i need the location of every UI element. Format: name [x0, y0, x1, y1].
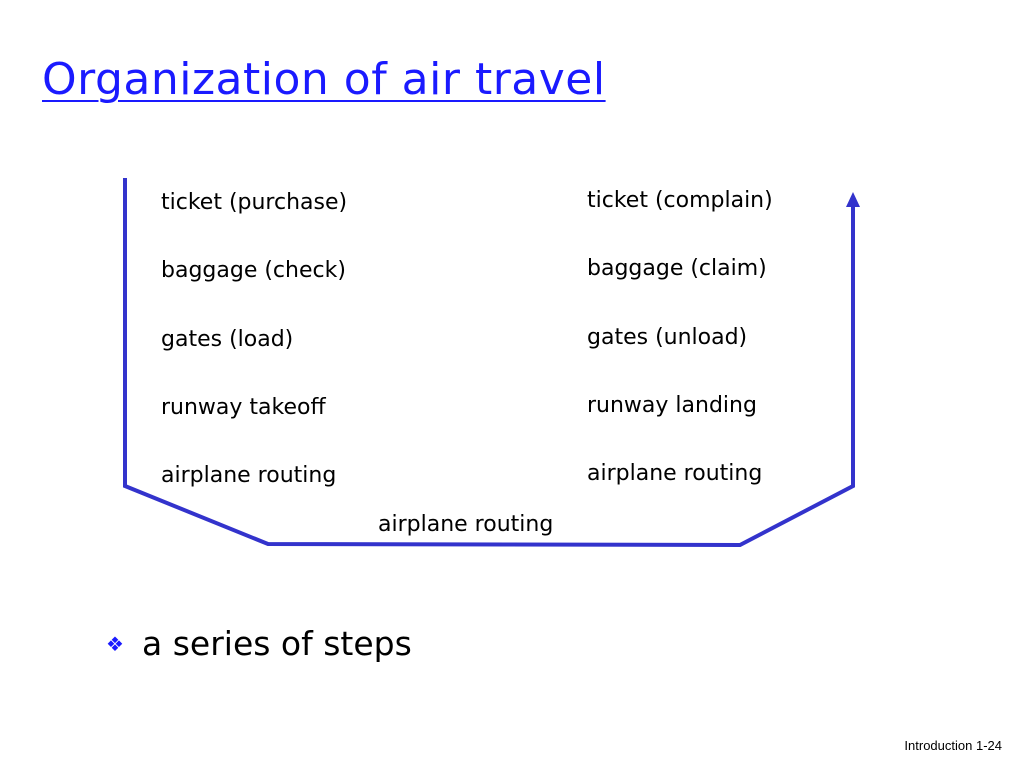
step-runway-landing: runway landing [587, 393, 757, 418]
step-airplane-routing-left: airplane routing [161, 463, 337, 488]
flow-path-line [123, 178, 855, 548]
arrow-up-icon [846, 192, 860, 207]
step-runway-takeoff: runway takeoff [161, 395, 326, 420]
bullet-item: ❖ a series of steps [106, 622, 412, 666]
step-baggage-claim: baggage (claim) [587, 256, 767, 281]
slide-footer: Introduction 1-24 [904, 738, 1002, 753]
step-ticket-complain: ticket (complain) [587, 188, 773, 213]
step-gates-load: gates (load) [161, 327, 294, 352]
step-ticket-purchase: ticket (purchase) [161, 190, 348, 215]
step-gates-unload: gates (unload) [587, 325, 748, 350]
slide-title: Organization of air travel [42, 54, 606, 105]
bullet-text: a series of steps [142, 624, 412, 663]
step-airplane-routing-bottom: airplane routing [378, 512, 554, 537]
diamond-bullet-icon: ❖ [106, 632, 124, 656]
step-airplane-routing-right: airplane routing [587, 461, 763, 486]
step-baggage-check: baggage (check) [161, 258, 346, 283]
